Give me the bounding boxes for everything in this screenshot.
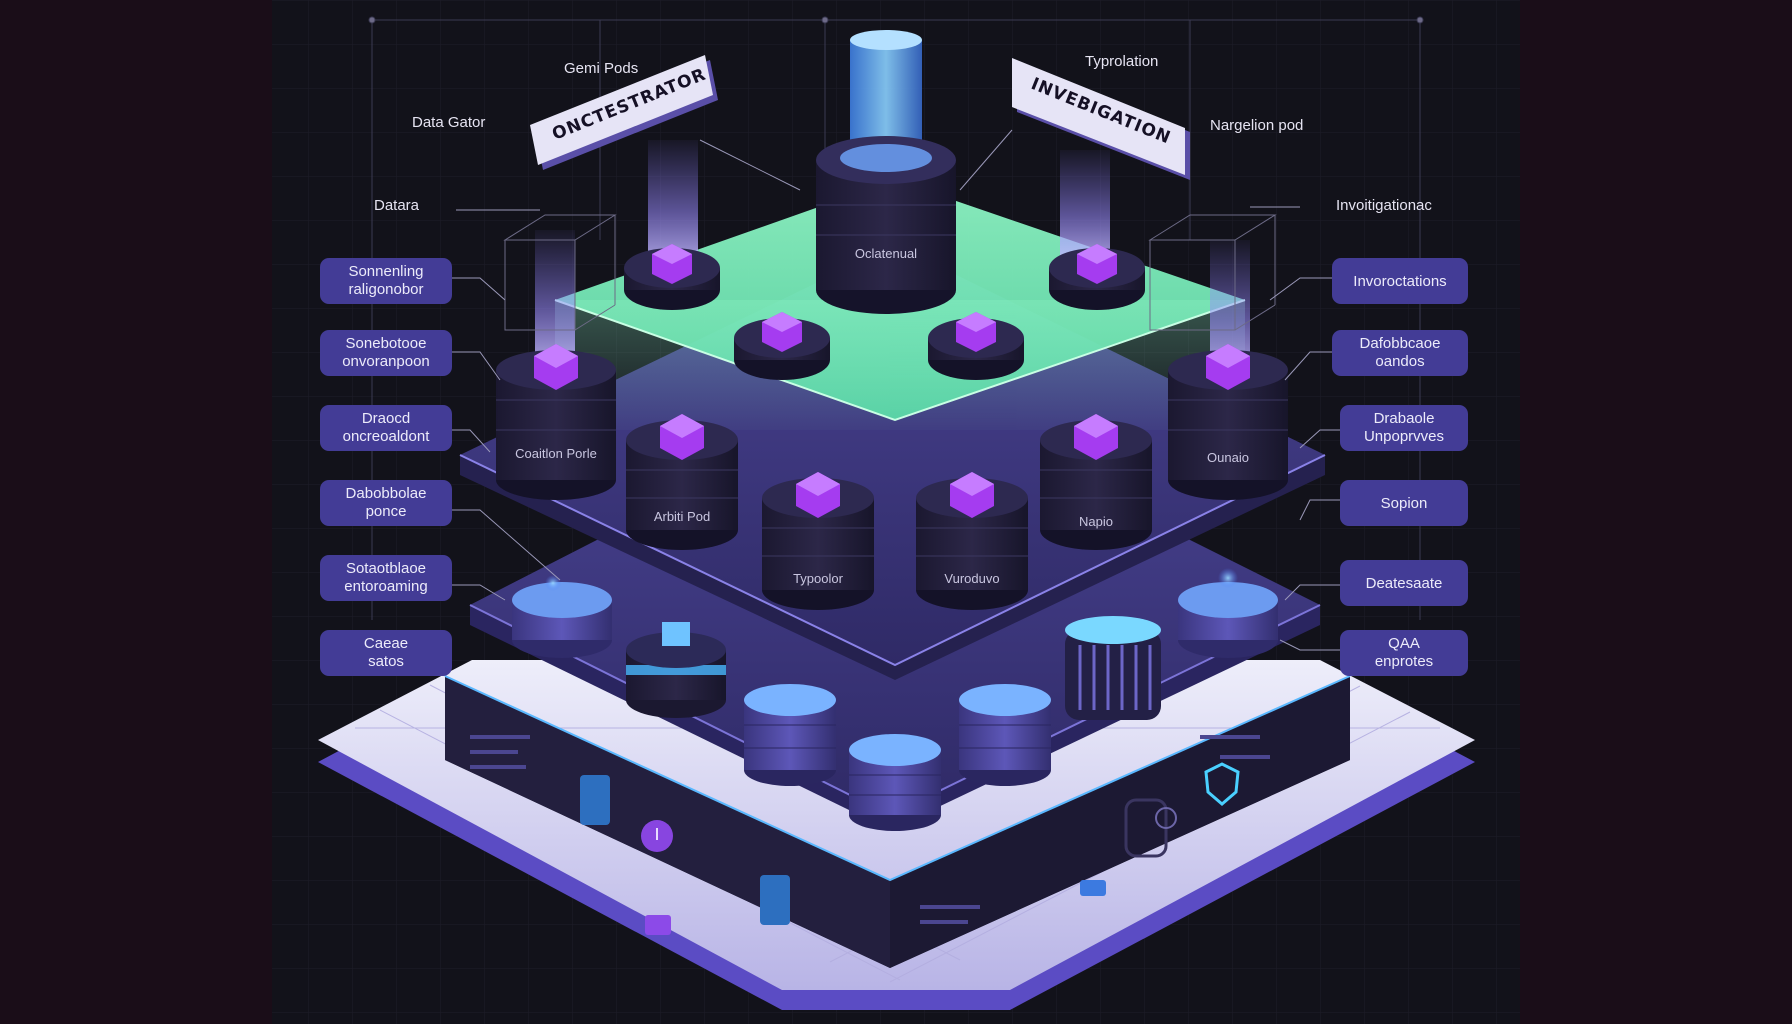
pod-left-stack: Coaitlon Porle — [496, 344, 616, 500]
right-pill-6-line1: QAA — [1388, 635, 1420, 652]
right-pill-4-line1: Sopion — [1381, 495, 1428, 512]
left-pill-1-line1: Sonnenling — [348, 263, 423, 280]
wire-box-right — [1148, 214, 1277, 331]
left-pill-2-line2: onvoranpoon — [342, 353, 430, 370]
shield-icon — [1204, 762, 1240, 806]
pod-label-center-right: Vuroduvo — [944, 571, 999, 586]
label-typrolation: Typrolation — [1085, 53, 1158, 70]
right-pill-1-line1: Invoroctations — [1353, 273, 1446, 290]
connector-lines — [452, 129, 1340, 651]
right-pill-3-line1: Drabaole — [1374, 410, 1435, 427]
drive-slot — [760, 875, 790, 925]
left-pill-1: Sonnenling raligonobor — [320, 258, 452, 304]
left-pill-5: Sotaotblaoe entoroaming — [320, 555, 452, 601]
left-pill-6-line1: Caeae — [364, 635, 408, 652]
left-pill-3-line2: oncreoaldont — [343, 428, 431, 445]
right-pill-6-line2: enprotes — [1375, 653, 1433, 670]
pod-mid-left: Arbiti Pod — [626, 414, 738, 550]
right-pill-2: Dafobbcaoe oandos — [1332, 330, 1468, 376]
pod-small-2 — [1049, 244, 1145, 310]
pod-small-4 — [928, 312, 1024, 380]
left-pill-6: Caeae satos — [320, 630, 452, 676]
label-gemi-pods: Gemi Pods — [564, 60, 638, 77]
right-pill-5: Deatesaate — [1340, 560, 1468, 606]
right-pill-5-line1: Deatesaate — [1366, 575, 1443, 592]
label-data-gator: Data Gator — [412, 114, 485, 131]
label-nargeion-pod: Nargelion pod — [1210, 117, 1303, 134]
pod-center-right: Vuroduvo — [916, 472, 1028, 610]
left-pill-2-line1: Sonebotooe — [346, 335, 427, 352]
right-pill-1: Invoroctations — [1332, 258, 1468, 304]
left-pill-4-line2: ponce — [366, 503, 407, 520]
pod-label-left-stack: Coaitlon Porle — [515, 446, 597, 461]
blue-cyl-right — [1178, 568, 1278, 658]
pod-label-mid-right: Napio — [1079, 514, 1113, 529]
pod-label-right-stack: Ounaio — [1207, 450, 1249, 465]
drive-slot — [580, 775, 610, 825]
pod-label-center-left: Typoolor — [793, 571, 844, 586]
pod-center-left: Typoolor — [762, 472, 874, 610]
right-pill-3-line2: Unpoprvves — [1364, 428, 1444, 445]
left-pill-5-line1: Sotaotblaoe — [346, 560, 426, 577]
left-pill-4-line1: Dabobbolae — [346, 485, 427, 502]
server-rack — [1065, 616, 1161, 720]
pod-right-stack: Ounaio — [1168, 344, 1288, 500]
right-pill-3: Drabaole Unpoprvves — [1340, 405, 1468, 451]
left-pill-2: Sonebotooe onvoranpoon — [320, 330, 452, 376]
right-pill-6: QAA enprotes — [1340, 630, 1468, 676]
left-pill-4: Dabobbolae ponce — [320, 480, 452, 526]
pod-label-center: Oclatenual — [855, 246, 917, 261]
right-pill-2-line2: oandos — [1375, 353, 1424, 370]
label-invoitigationac: Invoitigationac — [1336, 197, 1432, 214]
blue-stack-a — [744, 684, 836, 786]
pod-center: Oclatenual — [816, 136, 956, 314]
left-pill-3: Draocd oncreoaldont — [320, 405, 452, 451]
left-pill-1-line2: raligonobor — [348, 281, 423, 298]
cube-cyl — [626, 622, 726, 718]
left-pill-5-line2: entoroaming — [344, 578, 427, 595]
blue-cyl-left — [512, 575, 612, 658]
port-icon — [1080, 880, 1106, 896]
left-pill-6-line2: satos — [368, 653, 404, 670]
pod-label-mid-left: Arbiti Pod — [654, 509, 710, 524]
right-pill-4: Sopion — [1340, 480, 1468, 526]
right-pill-2-line1: Dafobbcaoe — [1360, 335, 1441, 352]
blue-stack-b — [849, 734, 941, 831]
pod-small-3 — [734, 312, 830, 380]
left-pill-3-line1: Draocd — [362, 410, 410, 427]
label-datara: Datara — [374, 197, 420, 214]
base-server-box — [444, 675, 1351, 968]
blue-stack-c — [959, 684, 1051, 786]
pod-small-1 — [624, 244, 720, 310]
pod-mid-right: Napio — [1040, 414, 1152, 550]
floor-cube — [645, 915, 671, 935]
